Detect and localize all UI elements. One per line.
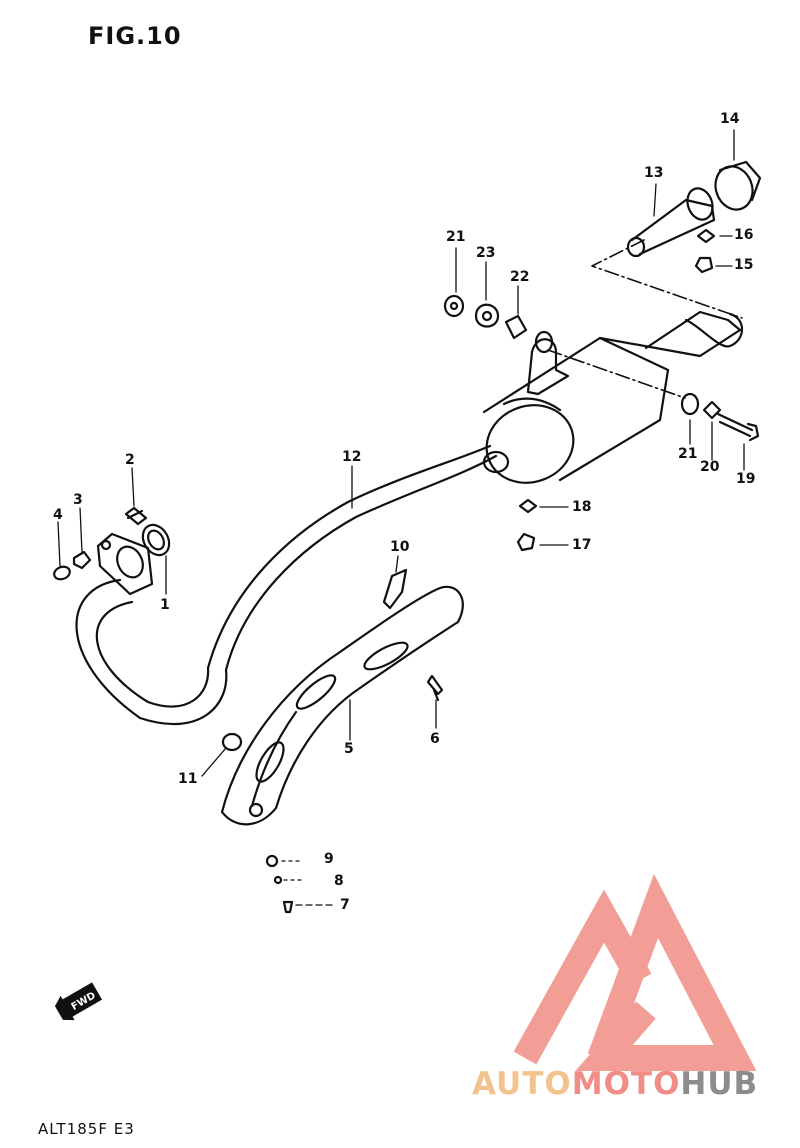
screw bbox=[426, 674, 444, 702]
screw bbox=[282, 900, 294, 914]
exhaust-pipe bbox=[75, 444, 498, 725]
callout-label: 16 bbox=[734, 227, 754, 243]
callout-label: 23 bbox=[476, 245, 496, 261]
callout-label: 7 bbox=[340, 897, 350, 913]
washer bbox=[273, 875, 283, 885]
tail-pipe-ring bbox=[714, 160, 762, 211]
callout-label: 17 bbox=[572, 537, 592, 553]
automotohub-watermark: AUTOMOTOHUB bbox=[472, 1066, 758, 1102]
model-code: ALT185F E3 bbox=[38, 1120, 135, 1138]
tail-pipe bbox=[626, 187, 716, 258]
callout-label: 8 bbox=[334, 873, 344, 889]
watermark-part-moto: MOTO bbox=[571, 1066, 681, 1102]
bolt bbox=[694, 256, 714, 274]
collar bbox=[504, 314, 528, 340]
callout-label: 11 bbox=[178, 771, 198, 787]
callout-label: 19 bbox=[736, 471, 756, 487]
callout-label: 4 bbox=[53, 507, 63, 523]
callout-label: 9 bbox=[324, 851, 334, 867]
heat-shield bbox=[220, 585, 464, 826]
pipe-flange bbox=[96, 532, 154, 596]
callout-label: 18 bbox=[572, 499, 592, 515]
figure-title: FIG.10 bbox=[88, 22, 182, 50]
stud-bolt bbox=[124, 506, 148, 526]
callout-label: 21 bbox=[678, 446, 698, 462]
muffler bbox=[482, 310, 744, 484]
washer bbox=[443, 294, 465, 318]
washer bbox=[53, 565, 71, 581]
nut bbox=[72, 550, 92, 570]
callout-label: 14 bbox=[720, 111, 740, 127]
alignment-line bbox=[591, 239, 743, 319]
grommet bbox=[474, 303, 500, 328]
callout-label: 6 bbox=[430, 731, 440, 747]
nut bbox=[702, 400, 722, 420]
bolt bbox=[516, 532, 536, 552]
callout-label: 21 bbox=[446, 229, 466, 245]
washer bbox=[221, 732, 243, 752]
nut bbox=[696, 228, 716, 244]
bracket bbox=[382, 568, 408, 610]
watermark-part-hub: HUB bbox=[680, 1066, 759, 1102]
bolt bbox=[716, 412, 760, 442]
callout-label: 10 bbox=[390, 539, 410, 555]
callout-label: 15 bbox=[734, 257, 754, 273]
callout-label: 12 bbox=[342, 449, 362, 465]
nut bbox=[265, 854, 279, 868]
callout-label: 22 bbox=[510, 269, 530, 285]
gasket bbox=[147, 529, 165, 551]
callout-label: 3 bbox=[73, 492, 83, 508]
fwd-arrow-icon: FWD bbox=[54, 982, 103, 1021]
nut bbox=[518, 498, 538, 514]
leader-lines bbox=[57, 129, 745, 906]
callout-label: 2 bbox=[125, 452, 135, 468]
callout-label: 13 bbox=[644, 165, 664, 181]
callout-label: 1 bbox=[160, 597, 170, 613]
alignment-line bbox=[547, 349, 686, 399]
gasket bbox=[141, 523, 171, 557]
automotohub-logo-icon bbox=[513, 873, 757, 1071]
callout-label: 5 bbox=[344, 741, 354, 757]
washer bbox=[680, 392, 700, 416]
callout-label: 20 bbox=[700, 459, 720, 475]
watermark-part-auto: AUTO bbox=[472, 1066, 572, 1102]
